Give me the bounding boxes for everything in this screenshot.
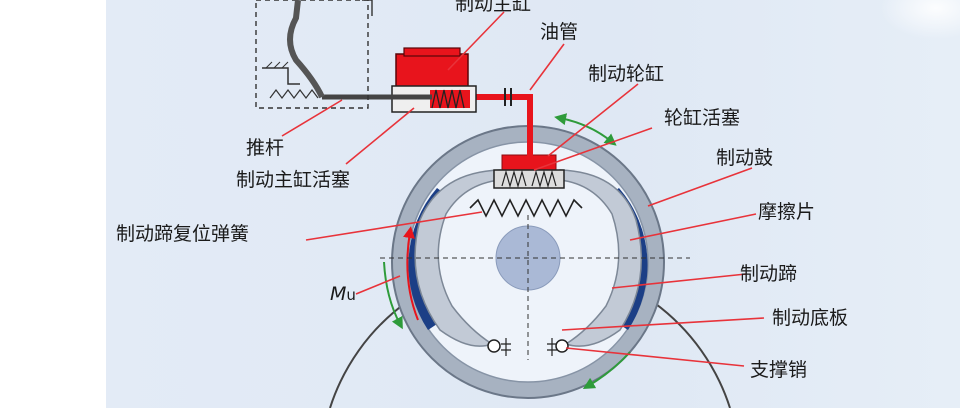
pin-mark-right (547, 338, 557, 356)
label-drum: 制动鼓 (716, 147, 773, 169)
label-master-piston: 制动主缸活塞 (236, 169, 350, 191)
pin-mark-left (501, 338, 511, 356)
leader-oil-pipe (529, 43, 565, 91)
label-support-pin: 支撑销 (750, 359, 807, 381)
oil-pipe (470, 94, 533, 158)
pedal-spring (269, 89, 319, 99)
rotation-arrow-left (383, 261, 403, 330)
leader-wheel-piston (533, 127, 653, 171)
label-oil-pipe: 油管 (540, 21, 578, 43)
leader-backing-plate (561, 317, 765, 331)
leader-lines (281, 11, 765, 367)
pedal-top-mark (362, 0, 373, 16)
rotation-arrow-bottom (582, 351, 631, 390)
master-cylinder-spring (431, 89, 465, 109)
label-friction-pad: 摩擦片 (758, 201, 815, 223)
leader-wheel-cylinder (547, 83, 639, 157)
wheel-cylinder-base (493, 169, 565, 189)
rotation-arrow-top (554, 113, 617, 146)
leader-master-cylinder (447, 11, 505, 71)
return-spring (469, 198, 583, 218)
label-shoe: 制动蹄 (740, 263, 797, 285)
pressure-line-left (403, 226, 419, 321)
pedal-frame (255, 0, 369, 109)
label-backing-plate: 制动底板 (772, 307, 848, 329)
leader-shoe (611, 273, 747, 289)
leader-moment (355, 275, 401, 295)
label-push-rod: 推杆 (246, 137, 284, 159)
wheel-cylinder-spring (501, 169, 527, 189)
label-moment-sub: u (346, 286, 356, 304)
leader-return-spring (305, 211, 483, 241)
label-return-spring: 制动蹄复位弹簧 (116, 223, 249, 245)
support-pin-right (555, 339, 569, 353)
brake-pedal (287, 0, 325, 99)
leader-push-rod (281, 99, 343, 137)
leader-master-piston (345, 107, 415, 165)
pedal-mount-hatch (265, 61, 289, 69)
support-pin-left (487, 339, 501, 353)
label-wheel-piston: 轮缸活塞 (664, 107, 740, 129)
master-cylinder-cap (403, 47, 461, 57)
label-wheel-cylinder: 制动轮缸 (588, 63, 664, 85)
label-moment: Mu (330, 283, 356, 305)
leader-support-pin (565, 347, 745, 367)
leader-friction-pad (629, 213, 757, 241)
pedal-mount (262, 67, 300, 85)
wheel-cylinder-spring-2 (531, 169, 557, 189)
leader-drum (647, 167, 753, 207)
label-master-cylinder: 制动主缸 (455, 0, 531, 15)
glare-highlight (880, 0, 960, 40)
label-moment-m: M (330, 283, 346, 305)
